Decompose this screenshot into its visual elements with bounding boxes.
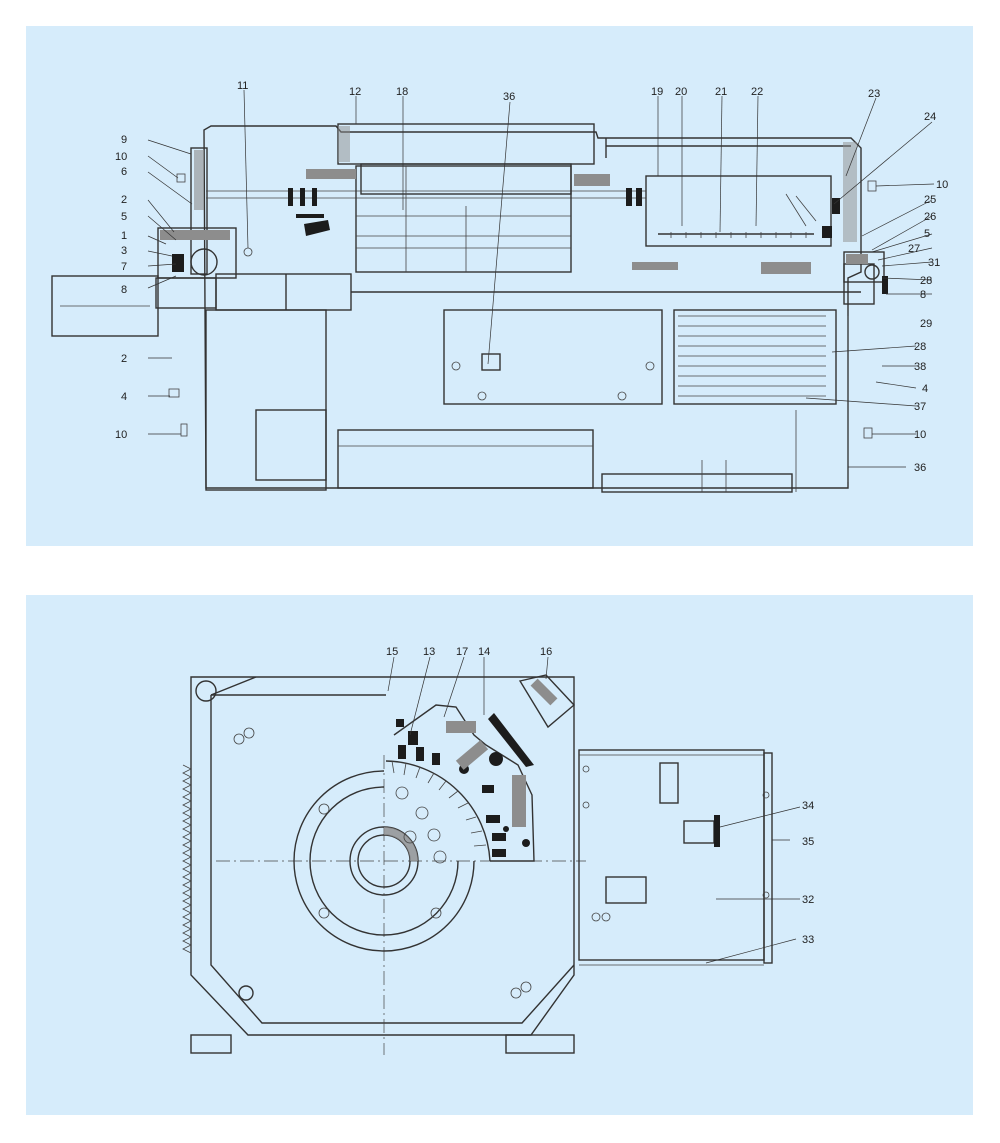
label-18: 18 [396,86,408,98]
label-28: 28 [920,275,932,287]
label-12: 12 [349,86,361,98]
base-frame [205,309,849,493]
label-33: 33 [802,934,814,946]
commutator-bars [670,232,807,238]
octagonal-frame [182,676,575,1054]
label-25: 25 [924,194,936,206]
side-terminal-box [578,749,773,966]
cooling-fins [673,309,837,405]
terminal-box [443,309,663,405]
fasteners [168,173,877,439]
label-5: 5 [121,211,127,223]
non-drive-end-bearing [843,251,888,294]
label-11: 11 [237,80,248,92]
label-28-lower: 28 [914,341,926,353]
label-24: 24 [924,111,936,123]
label-4: 4 [121,391,127,403]
label-27: 27 [908,243,920,255]
motor-housing [203,123,862,489]
label-10-right: 10 [936,179,948,191]
label-8-right: 8 [920,289,926,301]
drive-end-shield [157,147,237,279]
label-10-lower: 10 [115,429,127,441]
label-36-right: 36 [914,462,926,474]
label-2-lower: 2 [121,353,127,365]
label-38: 38 [914,361,926,373]
label-31: 31 [928,257,940,269]
side-section-drawing: 9 10 6 2 5 1 3 7 8 2 4 10 11 12 18 36 19… [51,80,948,493]
armature-core [288,165,678,273]
label-2: 2 [121,194,127,206]
top-part-labels: 9 10 6 2 5 1 3 7 8 2 4 10 11 12 18 36 19… [115,80,948,474]
end-view-drawing: 15 13 17 14 16 34 35 32 33 [182,646,814,1055]
label-3: 3 [121,245,127,257]
label-1: 1 [121,230,127,242]
label-10-right-lower: 10 [914,429,926,441]
label-29: 29 [920,318,932,330]
end-view-leaders [387,656,801,964]
label-23: 23 [868,88,880,100]
label-32: 32 [802,894,814,906]
label-8: 8 [121,284,127,296]
label-6: 6 [121,166,127,178]
label-37: 37 [914,401,926,413]
label-36: 36 [503,91,515,103]
side-section-panel: 9 10 6 2 5 1 3 7 8 2 4 10 11 12 18 36 19… [26,26,973,546]
label-22: 22 [751,86,763,98]
label-21: 21 [715,86,727,98]
commutator [626,175,840,274]
label-14: 14 [478,646,490,658]
end-bearing-assembly [293,770,475,952]
label-16: 16 [540,646,552,658]
label-4-right: 4 [922,383,928,395]
label-26: 26 [924,211,936,223]
label-20: 20 [675,86,687,98]
label-9: 9 [121,134,127,146]
label-5-right: 5 [924,228,930,240]
brush-radial-ticks [391,760,487,847]
label-10: 10 [115,151,127,163]
label-19: 19 [651,86,663,98]
leader-lines [147,89,935,468]
label-35: 35 [802,836,814,848]
end-view-panel: 15 13 17 14 16 34 35 32 33 [26,595,973,1115]
label-17: 17 [456,646,468,658]
label-34: 34 [802,800,814,812]
brush-holder-ring [385,674,576,862]
label-15: 15 [386,646,398,658]
label-13: 13 [423,646,435,658]
label-7: 7 [121,261,127,273]
bottom-part-labels: 15 13 17 14 16 34 35 32 33 [386,646,814,946]
